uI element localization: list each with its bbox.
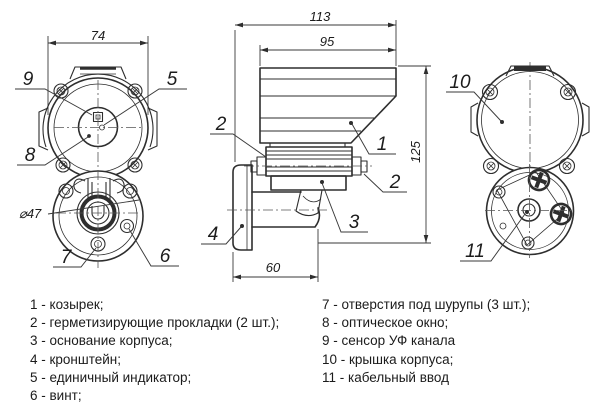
legend-item: 1 - козырек; xyxy=(30,297,104,312)
svg-text:2: 2 xyxy=(215,114,227,135)
svg-text:1: 1 xyxy=(377,134,388,155)
phillips-screw xyxy=(527,168,551,192)
screw-hole xyxy=(58,183,74,199)
legend-left-column: 1 - козырек; 2 - герметизирующие проклад… xyxy=(30,296,279,405)
callout-5: 5 xyxy=(103,69,187,126)
legend-item: 11 - кабельный ввод xyxy=(322,369,450,385)
legend-right-column: 7 - отверстия под шурупы (3 шт.); 8 - оп… xyxy=(322,296,530,387)
housing-cover xyxy=(470,62,590,176)
front-screw xyxy=(53,83,69,99)
callout-6: 6 xyxy=(128,228,179,267)
dim-front-width-value: 74 xyxy=(91,28,105,43)
cover-screw xyxy=(558,157,576,175)
dim-total-depth: 113 xyxy=(234,9,397,162)
callout-1: 1 xyxy=(349,121,396,155)
drawing-views: 74 xyxy=(15,9,590,282)
front-view: 74 xyxy=(15,28,187,268)
cover-screw xyxy=(481,83,499,101)
legend-item: 9 - сенсор УФ канала xyxy=(322,333,456,349)
cover-screw xyxy=(482,157,500,175)
svg-text:3: 3 xyxy=(349,212,360,233)
gasket-flange xyxy=(244,146,372,177)
small-hole xyxy=(499,222,507,230)
rear-view: 10 11 xyxy=(446,62,590,262)
screw-hole xyxy=(521,236,535,250)
svg-text:8: 8 xyxy=(25,145,36,166)
legend-item: 7 - отверстия под шурупы (3 шт.); xyxy=(322,297,531,312)
svg-text:7: 7 xyxy=(61,247,73,268)
legend-item: 8 - оптическое окно; xyxy=(322,315,449,331)
legend-item: 3 - основание корпуса; xyxy=(30,333,173,349)
front-screw xyxy=(127,83,143,99)
svg-text:2: 2 xyxy=(389,172,401,193)
svg-text:10: 10 xyxy=(449,72,471,93)
callout-7: 7 xyxy=(53,247,97,268)
dim-bracket-offset-value: 60 xyxy=(266,260,281,275)
dim-front-width: 74 xyxy=(47,28,149,115)
front-screw xyxy=(127,157,143,173)
legend-item: 5 - единичный индикатор; xyxy=(30,369,192,385)
dim-height: 125 xyxy=(318,65,431,244)
dim-total-depth-value: 113 xyxy=(310,9,331,24)
dim-bracket-offset: 60 xyxy=(232,229,319,282)
dim-window-value: ⌀47 xyxy=(19,206,42,221)
cover-screw xyxy=(559,83,577,101)
svg-text:9: 9 xyxy=(23,69,34,90)
callout-11: 11 xyxy=(460,210,529,262)
callout-8: 8 xyxy=(17,134,91,166)
dim-window-diameter: ⌀47 xyxy=(19,199,140,221)
callout-4: 4 xyxy=(201,224,244,245)
callout-2-lower: 2 xyxy=(363,172,407,193)
dim-visor-depth: 95 xyxy=(259,34,396,66)
legend-item: 4 - кронштейн; xyxy=(30,351,121,367)
legend-item: 6 - винт; xyxy=(30,388,82,404)
svg-text:11: 11 xyxy=(465,241,485,262)
callout-10: 10 xyxy=(446,72,504,124)
cable-gland xyxy=(517,198,541,222)
screw-hole xyxy=(492,185,506,199)
screw xyxy=(119,218,135,234)
legend-item: 2 - герметизирующие прокладки (2 шт.); xyxy=(30,315,280,331)
side-view: 113 95 xyxy=(201,9,431,282)
rear-bracket-base xyxy=(485,164,575,258)
visor xyxy=(259,67,397,147)
legend-item: 10 - крышка корпуса; xyxy=(322,351,454,367)
dim-visor-depth-value: 95 xyxy=(320,34,335,49)
front-screw xyxy=(55,157,71,173)
callout-3: 3 xyxy=(320,180,368,233)
bolt xyxy=(360,160,368,173)
bracket xyxy=(227,164,330,251)
phillips-screw xyxy=(549,202,573,226)
svg-text:6: 6 xyxy=(160,246,171,267)
dim-height-value: 125 xyxy=(408,140,423,162)
callout-9: 9 xyxy=(15,69,93,116)
screw-hole xyxy=(122,183,138,199)
svg-text:5: 5 xyxy=(167,69,178,90)
callout-2-upper: 2 xyxy=(210,114,267,158)
housing-base xyxy=(270,175,347,217)
bolt xyxy=(250,160,258,173)
svg-text:4: 4 xyxy=(208,224,219,245)
